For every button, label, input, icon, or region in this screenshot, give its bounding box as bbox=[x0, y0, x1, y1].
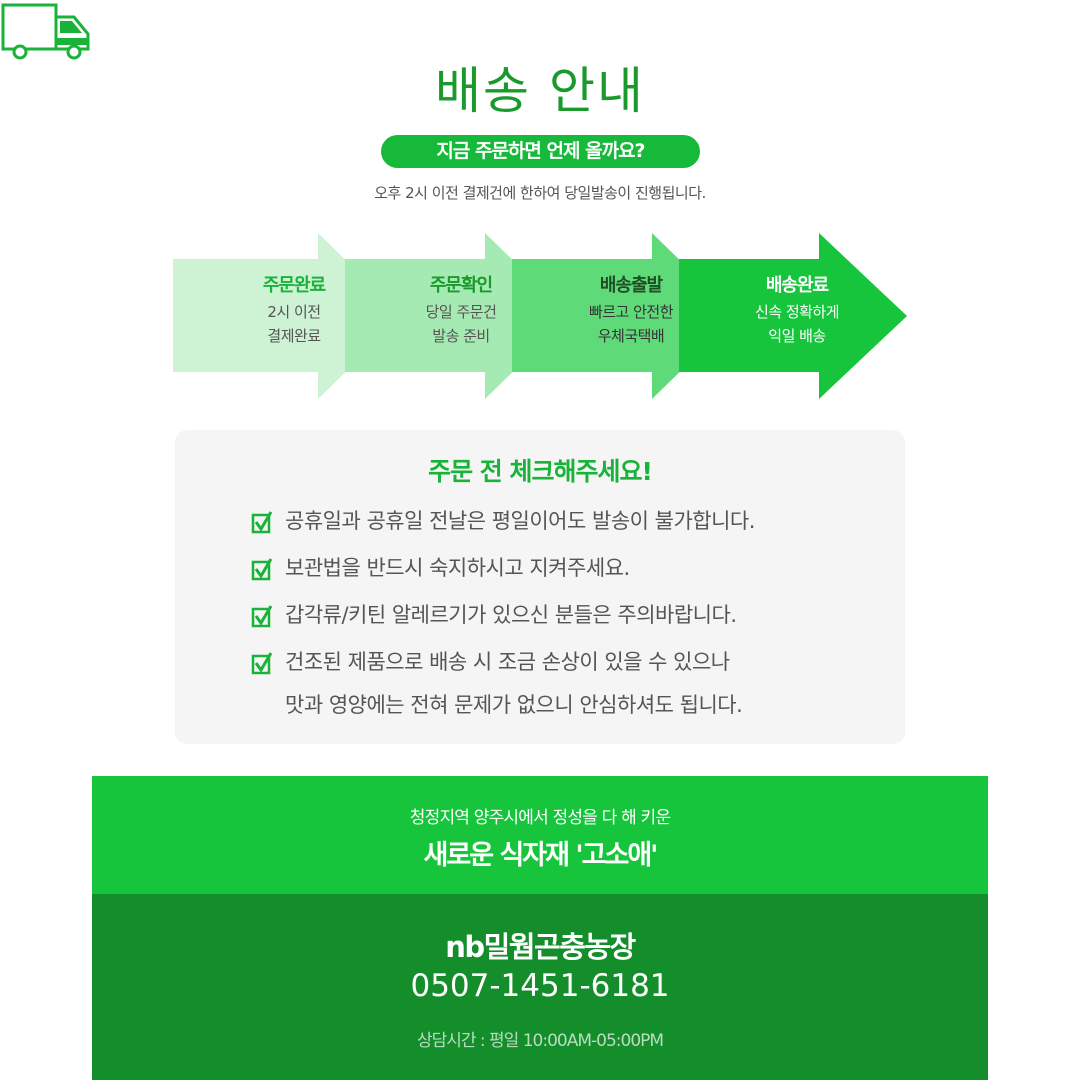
checkbox-checked-icon bbox=[251, 652, 273, 675]
step-desc-1: 신속 정확하게 bbox=[754, 303, 840, 321]
banner-slogan: 새로운 식자재 '고소애' bbox=[423, 840, 659, 871]
checkbox-checked-icon bbox=[251, 511, 273, 534]
checklist-item: 보관법을 반드시 숙지하시고 지켜주세요. bbox=[251, 549, 755, 596]
step-order-confirm: 주문확인 당일 주문건 발송 준비 bbox=[386, 272, 536, 348]
checklist-item-text: 갑각류/키틴 알레르기가 있으신 분들은 주의바랍니다. bbox=[285, 603, 737, 627]
step-desc-1: 2시 이전 bbox=[267, 303, 321, 321]
order-question-pill: 지금 주문하면 언제 올까요? bbox=[381, 135, 700, 168]
step-title: 주문완료 bbox=[262, 275, 326, 296]
slogan-banner: 청정지역 양주시에서 정성을 다 해 키운 새로운 식자재 '고소애' bbox=[92, 776, 988, 894]
checklist-item: 공휴일과 공휴일 전날은 평일이어도 발송이 불가합니다. bbox=[251, 502, 755, 549]
step-arrow-shipping-start bbox=[512, 233, 737, 399]
checklist-item-text-line2: 맛과 영양에는 전혀 문제가 없으니 안심하셔도 됩니다. bbox=[285, 693, 743, 717]
step-shipping-start: 배송출발 빠르고 안전한 우체국택배 bbox=[556, 272, 706, 348]
step-desc-2: 발송 준비 bbox=[432, 327, 490, 345]
step-delivery-complete: 배송완료 신속 정확하게 익일 배송 bbox=[722, 272, 872, 348]
step-title: 주문확인 bbox=[429, 275, 493, 296]
step-desc-2: 우체국택배 bbox=[597, 327, 665, 345]
shipping-subtitle: 오후 2시 이전 결제건에 한하여 당일발송이 진행됩니다. bbox=[374, 184, 706, 202]
step-title: 배송출발 bbox=[599, 275, 663, 296]
step-desc-2: 결제완료 bbox=[267, 327, 321, 345]
banner-tagline: 청정지역 양주시에서 정성을 다 해 키운 bbox=[409, 808, 671, 828]
checklist-title: 주문 전 체크해주세요! bbox=[428, 457, 653, 486]
step-title: 배송완료 bbox=[765, 275, 829, 296]
checklist-items: 공휴일과 공휴일 전날은 평일이어도 발송이 불가합니다. 보관법을 반드시 숙… bbox=[251, 502, 755, 739]
checkbox-checked-icon bbox=[251, 605, 273, 628]
step-order-complete: 주문완료 2시 이전 결제완료 bbox=[219, 272, 369, 348]
truck-icon bbox=[1, 3, 90, 60]
checklist-item-text: 건조된 제품으로 배송 시 조금 손상이 있을 수 있으나 bbox=[285, 650, 730, 674]
step-arrow-order-confirm bbox=[345, 233, 570, 399]
checklist-item-text: 보관법을 반드시 숙지하시고 지켜주세요. bbox=[285, 556, 630, 580]
checklist-item: 건조된 제품으로 배송 시 조금 손상이 있을 수 있으나 맛과 영양에는 전혀… bbox=[251, 643, 755, 739]
contact-banner: nb밀웜곤충농장 0507-1451-6181 상담시간 : 평일 10:00A… bbox=[92, 894, 988, 1080]
farm-name: nb밀웜곤충농장 bbox=[445, 930, 636, 964]
checklist-item-text: 공휴일과 공휴일 전날은 평일이어도 발송이 불가합니다. bbox=[285, 509, 755, 533]
consult-hours: 상담시간 : 평일 10:00AM-05:00PM bbox=[416, 1031, 664, 1051]
page-title: 배송 안내 bbox=[435, 62, 645, 120]
step-desc-1: 빠르고 안전한 bbox=[588, 303, 674, 321]
phone-number[interactable]: 0507-1451-6181 bbox=[410, 968, 670, 1004]
pre-order-checklist: 주문 전 체크해주세요! 공휴일과 공휴일 전날은 평일이어도 발송이 불가합니… bbox=[175, 430, 905, 744]
step-desc-1: 당일 주문건 bbox=[425, 303, 497, 321]
step-arrow-order-complete bbox=[173, 233, 403, 399]
step-arrow-delivery-complete bbox=[679, 233, 907, 399]
checkbox-checked-icon bbox=[251, 558, 273, 581]
step-desc-2: 익일 배송 bbox=[768, 327, 826, 345]
checklist-item: 갑각류/키틴 알레르기가 있으신 분들은 주의바랍니다. bbox=[251, 596, 755, 643]
